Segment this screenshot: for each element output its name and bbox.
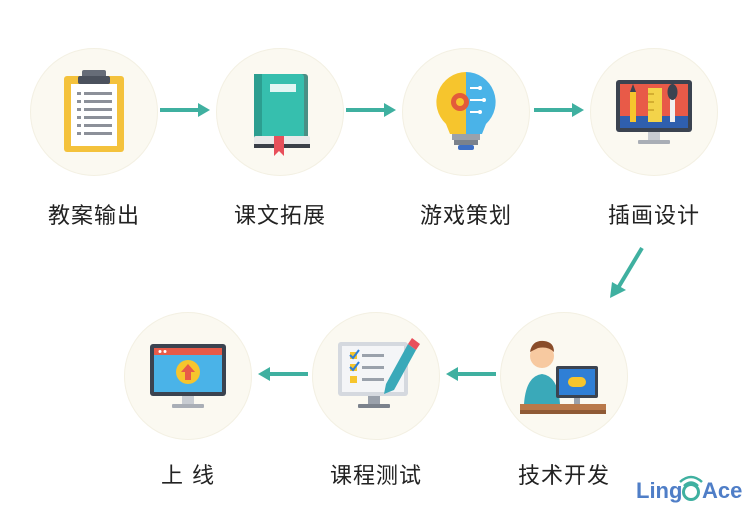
- logo-text-start: Ling: [636, 478, 683, 503]
- upload-monitor-icon: [150, 344, 226, 408]
- arrow-left-icon: [446, 367, 496, 381]
- clipboard-icon: [64, 70, 124, 152]
- step-label: 技术开发: [517, 464, 610, 489]
- step-clipboard: [30, 48, 158, 176]
- step-label: 课文拓展: [233, 204, 326, 229]
- arrow-down-left-icon: [610, 246, 644, 298]
- step-developer: [500, 312, 628, 440]
- lightbulb-icon: [436, 72, 496, 150]
- developer-icon: [520, 340, 606, 414]
- step-art-monitor: [590, 48, 718, 176]
- step-label: 插画设计: [607, 204, 700, 229]
- art-monitor-icon: [616, 80, 692, 144]
- book-icon: [254, 74, 310, 156]
- arrow-right-icon: [534, 103, 584, 117]
- arrow-left-icon: [258, 367, 308, 381]
- step-label: 游戏策划: [419, 204, 512, 229]
- step-label: 上 线: [161, 464, 215, 489]
- arrow-right-icon: [160, 103, 210, 117]
- checklist-monitor-icon: [338, 338, 420, 408]
- logo-text-end: Ace: [702, 478, 743, 503]
- step-lightbulb: [402, 48, 530, 176]
- step-label: 课程测试: [329, 464, 422, 489]
- step-upload-monitor: [124, 312, 252, 440]
- lingoace-logo: Ling Ace: [636, 470, 743, 510]
- step-label: 教案输出: [47, 204, 140, 229]
- arrow-right-icon: [346, 103, 396, 117]
- step-book: [216, 48, 344, 176]
- logo-o-ring: [682, 483, 700, 501]
- step-checklist-monitor: [312, 312, 440, 440]
